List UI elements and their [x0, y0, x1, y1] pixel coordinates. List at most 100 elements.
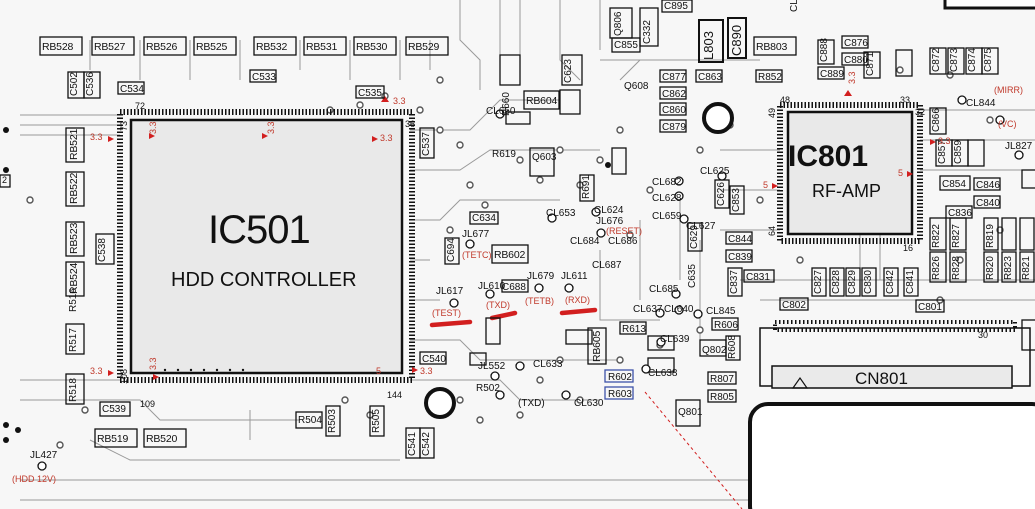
res-label: R821 — [1021, 256, 1032, 280]
rb-label: RB527 — [94, 41, 126, 53]
cap-label: C540 — [422, 354, 446, 365]
cap-label: C846 — [976, 180, 1000, 191]
voltage-mark: 3.3 — [148, 357, 158, 370]
ic801-ref: IC801 — [788, 140, 869, 173]
res-label: R691 — [581, 175, 592, 199]
rb-label: RB531 — [306, 41, 338, 53]
test-point-label: (TEST) — [432, 308, 461, 318]
rb-label: RB602 — [494, 249, 526, 261]
voltage-mark: 3.3 — [90, 366, 103, 376]
voltage-mark: 5 — [376, 366, 382, 376]
cap-label: C537 — [421, 132, 432, 156]
cap-label: C829 — [847, 270, 858, 294]
voltage-mark: 5 — [763, 180, 769, 190]
cap-label: C890 — [729, 24, 744, 56]
cap-label: C877 — [662, 72, 686, 83]
cap-label: C542 — [421, 432, 432, 456]
voltage-mark: 3.3 — [90, 132, 103, 142]
cn801-outline — [748, 320, 1035, 509]
voltage-mark: 3.3 — [847, 71, 857, 84]
test-point-label: (HDD 12V) — [12, 474, 57, 484]
cap-label: C538 — [97, 238, 108, 262]
voltage-mark: 3.3 — [148, 121, 158, 134]
cap-label: C855 — [614, 40, 638, 51]
transistor-label: Q603 — [532, 152, 557, 163]
cl-label: CL684 — [570, 236, 600, 247]
rb-label: RB520 — [146, 433, 178, 445]
cap-label: C836 — [948, 208, 972, 219]
cap-label: C839 — [728, 252, 752, 263]
res-label: R503 — [327, 409, 338, 433]
res-label: R602 — [608, 372, 632, 383]
res-label: R518 — [68, 378, 79, 402]
jumper-label: JL827 — [1005, 141, 1033, 152]
transistor-label: Q802 — [702, 345, 727, 356]
partial-label: CL — [789, 0, 800, 12]
cl-label: CL628 — [652, 193, 682, 204]
cl-label: CL659 — [652, 211, 682, 222]
res-label: R826 — [931, 256, 942, 280]
rb-label: RB532 — [256, 41, 288, 53]
cl-label: CL650 — [486, 106, 516, 117]
cap-label: C859 — [953, 140, 964, 164]
cl-label: CL637 — [633, 304, 663, 315]
cap-label: C871 — [865, 52, 876, 76]
rb-label: RB604 — [526, 95, 558, 107]
cap-label: C688 — [502, 282, 526, 293]
res-label: R516 — [68, 288, 79, 312]
cap-label: C876 — [844, 38, 868, 49]
partial-label: (TXD) — [518, 398, 545, 409]
test-point-label: (RXD) — [565, 295, 590, 305]
cap-label: C830 — [863, 270, 874, 294]
test-point-label: (MIRR) — [994, 85, 1023, 95]
pin-number: 72 — [135, 101, 146, 111]
partial-label: 2 — [2, 175, 8, 185]
cap-label: C634 — [472, 213, 496, 224]
cap-label: C828 — [831, 270, 842, 294]
rb-label: RB530 — [356, 41, 388, 53]
cl-label: CL845 — [706, 306, 736, 317]
cap-label: C837 — [729, 270, 740, 294]
pin-number: 64 — [767, 225, 777, 236]
pin-number: 33 — [900, 95, 911, 105]
res-label: R505 — [371, 409, 382, 433]
cap-label: C873 — [949, 48, 960, 72]
res-label: R820 — [985, 256, 996, 280]
ic501-ref: IC501 — [208, 208, 311, 252]
cap-label: C853 — [731, 188, 742, 212]
cn801-label: CN801 — [855, 369, 908, 388]
jumper-label: JL610 — [478, 281, 506, 292]
cap-label: C626 — [716, 182, 727, 206]
rb-label: RB521 — [68, 128, 80, 160]
cap-label: C536 — [85, 72, 96, 96]
res-label: R517 — [68, 328, 79, 352]
cl-label: CL638 — [648, 368, 678, 379]
res-label: R823 — [1003, 256, 1014, 280]
cl-label: CL640 — [664, 304, 694, 315]
cap-label: C801 — [918, 302, 942, 313]
cap-label: C875 — [983, 48, 994, 72]
res-label: R613 — [622, 324, 646, 335]
rb-label: RB526 — [146, 41, 178, 53]
cap-label: C694 — [446, 238, 457, 262]
cap-label: C860 — [662, 105, 686, 116]
res-label: R822 — [931, 224, 942, 248]
voltage-mark: 3.3 — [938, 136, 951, 146]
rb-label: RB522 — [68, 172, 80, 204]
res-label: R827 — [951, 224, 962, 248]
cap-label: C535 — [358, 88, 382, 99]
cap-label: C827 — [813, 270, 824, 294]
cap-label: C541 — [407, 432, 418, 456]
cap-label: C872 — [931, 48, 942, 72]
pin-number: 109 — [140, 399, 156, 409]
rb-label: RB519 — [97, 433, 129, 445]
res-label: R819 — [985, 224, 996, 248]
cap-label: C844 — [728, 234, 752, 245]
transistor-label: Q801 — [678, 407, 703, 418]
rb-label: RB523 — [68, 222, 80, 254]
pin-number: 73 — [119, 120, 129, 131]
voltage-mark: 3.3 — [380, 133, 393, 143]
pin-number: 32 — [915, 107, 926, 117]
